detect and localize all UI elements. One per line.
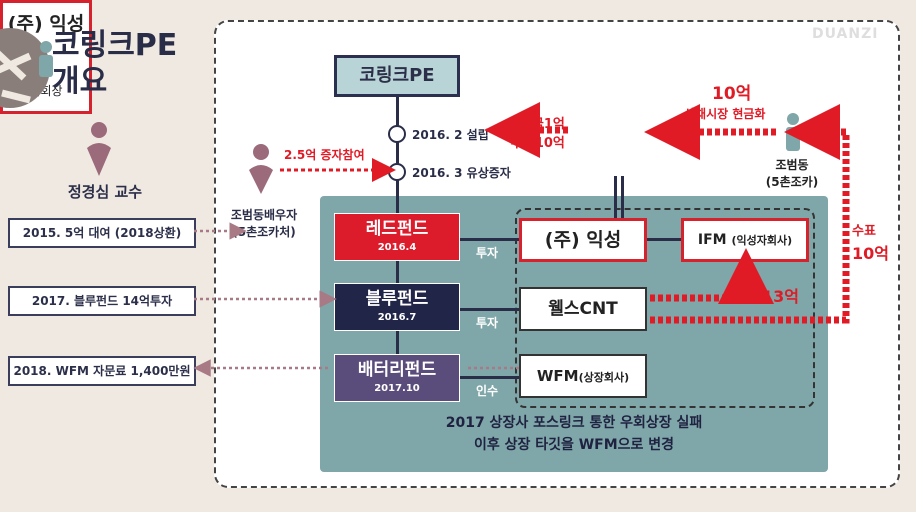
left-item-2018: 2018. WFM 자문료 1,400만원: [8, 356, 196, 386]
wells-cnt-box: 웰스CNT: [519, 287, 647, 331]
event-label-2: 2016. 3 유상증자: [412, 166, 511, 180]
caption: 2017 상장사 포스링크 통한 우회상장 실패 이후 상장 타깃을 WFM으로…: [445, 415, 703, 453]
person-icon-chairman: [39, 41, 53, 77]
edge-top-ikseong-a: [614, 176, 617, 218]
event-circle-1: [388, 125, 406, 143]
page-title-line1: 코링크PE: [52, 28, 178, 63]
left-item-2015: 2015. 5억 대여 (2018상환): [8, 218, 196, 248]
logo-icon: [0, 28, 50, 108]
edge-top-ikseong-b: [621, 176, 624, 218]
edge-label-invest-1: 투자: [476, 246, 499, 260]
fund-blue: 블루펀드 2016.7: [334, 283, 460, 331]
person-icon: [87, 122, 111, 176]
event-label-1: 2016. 2 설립: [412, 128, 489, 142]
amount-13-arrow: [650, 248, 774, 304]
fund-red: 레드펀드 2016.4: [334, 213, 460, 261]
spouse-label: 조범동배우자 (5촌조카처): [230, 208, 298, 239]
wfm-box: WFM(상장회사): [519, 354, 647, 398]
check-label: 수표: [852, 224, 876, 239]
edge-label-invest-2: 투자: [476, 316, 499, 330]
spouse-edge-label: 2.5억 증자참여: [284, 148, 365, 162]
ikseong-box: (주) 익성: [519, 218, 647, 262]
edge-label-acquire: 인수: [476, 384, 499, 398]
left-item-2017: 2017. 블루펀드 14억투자: [8, 286, 196, 316]
edge-red-ikseong: [460, 238, 519, 241]
watermark: DUANZI: [812, 26, 879, 42]
person-icon-spouse: [249, 144, 273, 194]
edge-blue-wells: [460, 308, 519, 311]
korink-pe-node: 코링크PE: [334, 55, 460, 97]
professor-name: 정경심 교수: [67, 183, 143, 201]
check-amount-label: 10억: [852, 244, 889, 263]
fund-battery: 배터리펀드 2017.10: [334, 354, 460, 402]
check-arrow: [650, 104, 850, 324]
bond-cash-label: 사채시장 현금화: [684, 107, 766, 121]
edge-ikseong-ifm: [647, 238, 681, 241]
edge-battery-wfm: [460, 376, 519, 379]
amount-10-label: 10억: [712, 84, 752, 104]
page-title: 코링크PE 개요: [52, 28, 212, 100]
page-title-line2: 개요: [52, 64, 108, 99]
jobumdong-label: 조범동 (5촌조카): [765, 158, 819, 189]
